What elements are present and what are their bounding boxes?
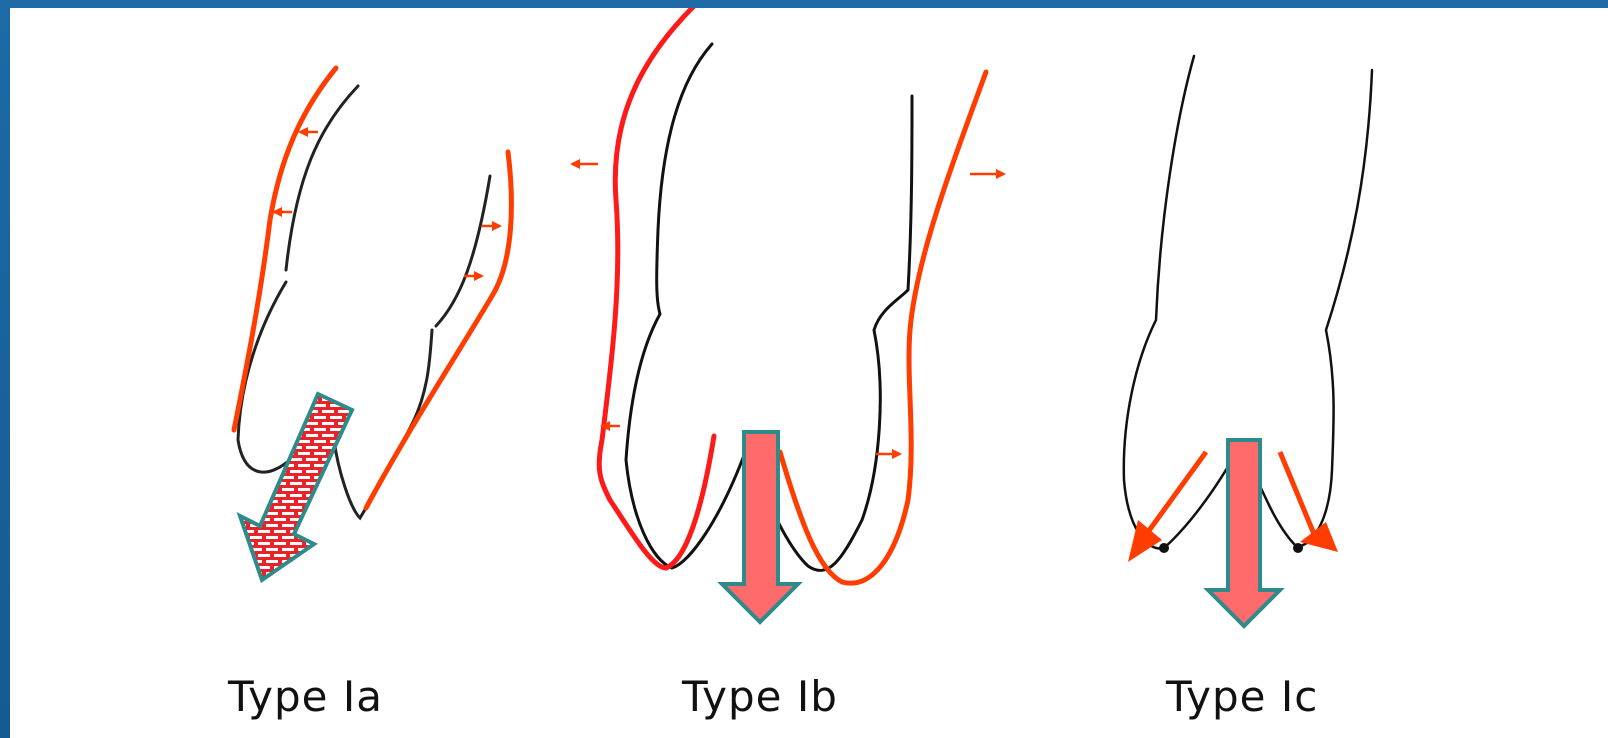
type-ib-diagram	[572, 8, 1004, 622]
type-ia-small-arrows	[274, 132, 500, 276]
type-ia-diagram	[234, 68, 511, 580]
type-ib-contour-right	[780, 72, 986, 583]
type-ic-marker-left	[1159, 543, 1169, 553]
type-ia-outline	[238, 86, 490, 518]
type-ib-label: Type Ib	[682, 672, 838, 721]
type-ic-marker-right	[1293, 543, 1303, 553]
fracture-diagram	[10, 8, 1608, 738]
type-ia-contour-left	[234, 68, 336, 430]
type-ia-big-arrow	[240, 394, 352, 580]
type-ic-big-arrow	[1208, 440, 1280, 626]
slide-canvas: Type Ia Type Ib Type Ic	[10, 8, 1608, 738]
type-ic-label: Type Ic	[1166, 672, 1318, 721]
type-ia-label: Type Ia	[228, 672, 383, 721]
type-ic-diagram	[1124, 56, 1372, 626]
type-ia-contour-right	[366, 152, 511, 508]
type-ib-big-arrow	[722, 432, 798, 622]
